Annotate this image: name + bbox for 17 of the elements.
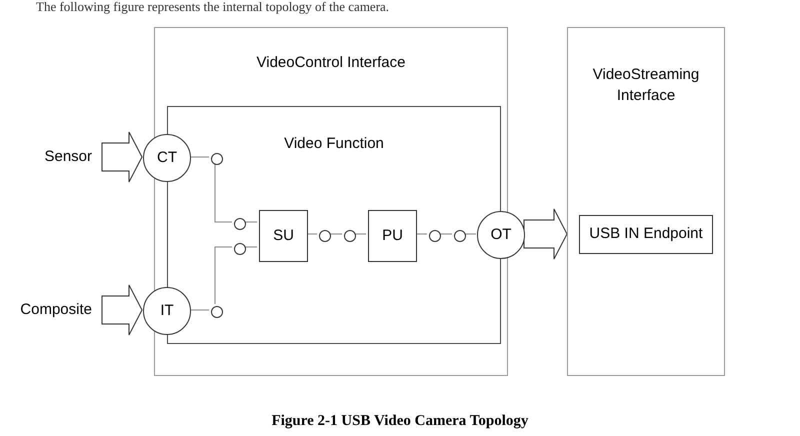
intro-text: The following figure represents the internal topology of the camera. (36, 0, 390, 15)
connector-line (214, 162, 232, 222)
connector-line (214, 246, 232, 304)
box-title: Video Function (283, 134, 385, 154)
interface-box (567, 27, 725, 376)
block-arrow (102, 284, 143, 336)
block-arrow (524, 208, 568, 260)
unit-box: SU (259, 210, 308, 262)
unit-box: PU (368, 210, 417, 262)
unit-box: USB IN Endpoint (579, 215, 713, 254)
box-title: VideoControl Interface (256, 53, 406, 73)
input-label: Composite (4, 300, 102, 320)
box-title: VideoStreaming Interface (592, 65, 700, 106)
input-label: Sensor (30, 147, 102, 167)
connector-line (190, 156, 210, 158)
figure-caption: Figure 2-1 USB Video Camera Topology (270, 412, 530, 431)
block-arrow (102, 132, 143, 182)
